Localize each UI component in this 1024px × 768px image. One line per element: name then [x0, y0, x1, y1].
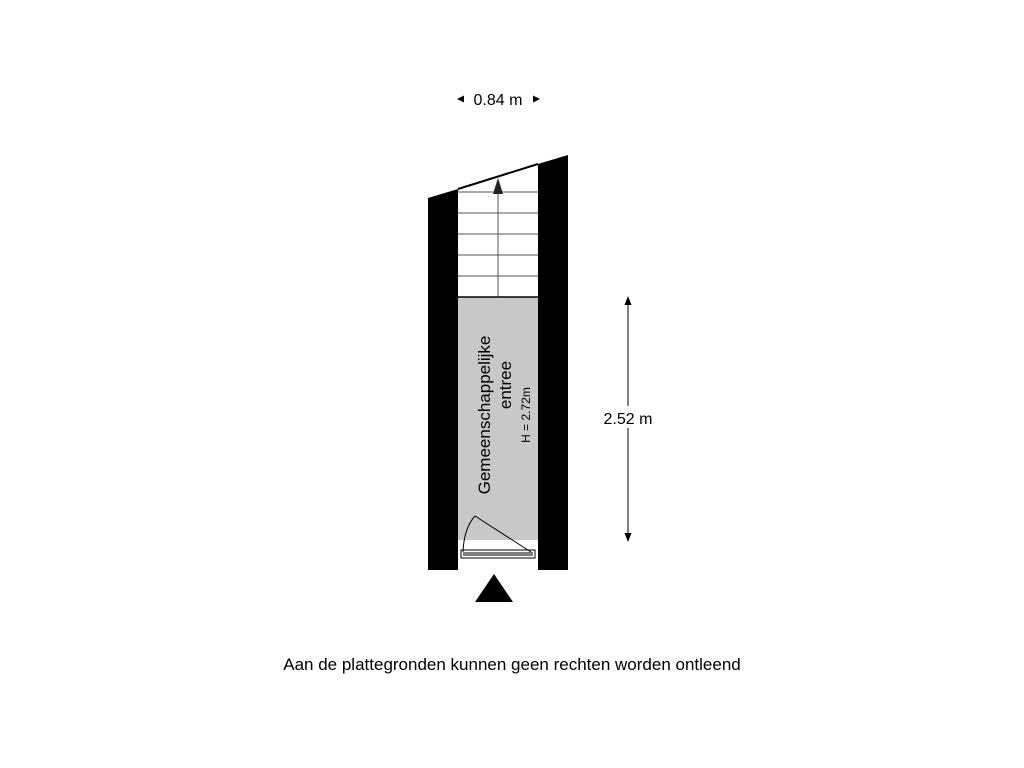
- room-label: Gemeenschappelijke entree H = 2.72m: [475, 336, 533, 495]
- disclaimer-text: Aan de plattegronden kunnen geen rechten…: [283, 655, 740, 674]
- room-height: H = 2.72m: [519, 387, 533, 443]
- height-label: 2.52 m: [604, 411, 653, 428]
- arrow-left-icon: [457, 95, 464, 103]
- room-floor: [458, 297, 538, 540]
- width-label: 0.84 m: [474, 92, 523, 109]
- stair-direction-arrow-icon: [493, 178, 503, 194]
- staircase: [458, 164, 538, 298]
- width-dimension: 0.84 m: [457, 92, 540, 109]
- arrow-up-icon: [624, 296, 632, 305]
- room-name-line2: entree: [496, 361, 515, 409]
- wall-left: [428, 189, 458, 570]
- room-name-line1: Gemeenschappelijke: [475, 336, 494, 495]
- arrow-down-icon: [624, 533, 632, 542]
- wall-top: [457, 163, 539, 190]
- entrance-arrow-icon: [475, 574, 513, 602]
- height-dimension: 2.52 m: [596, 296, 660, 542]
- entrance-door: [458, 515, 538, 560]
- arrow-right-icon: [533, 95, 540, 103]
- wall-right: [538, 155, 568, 570]
